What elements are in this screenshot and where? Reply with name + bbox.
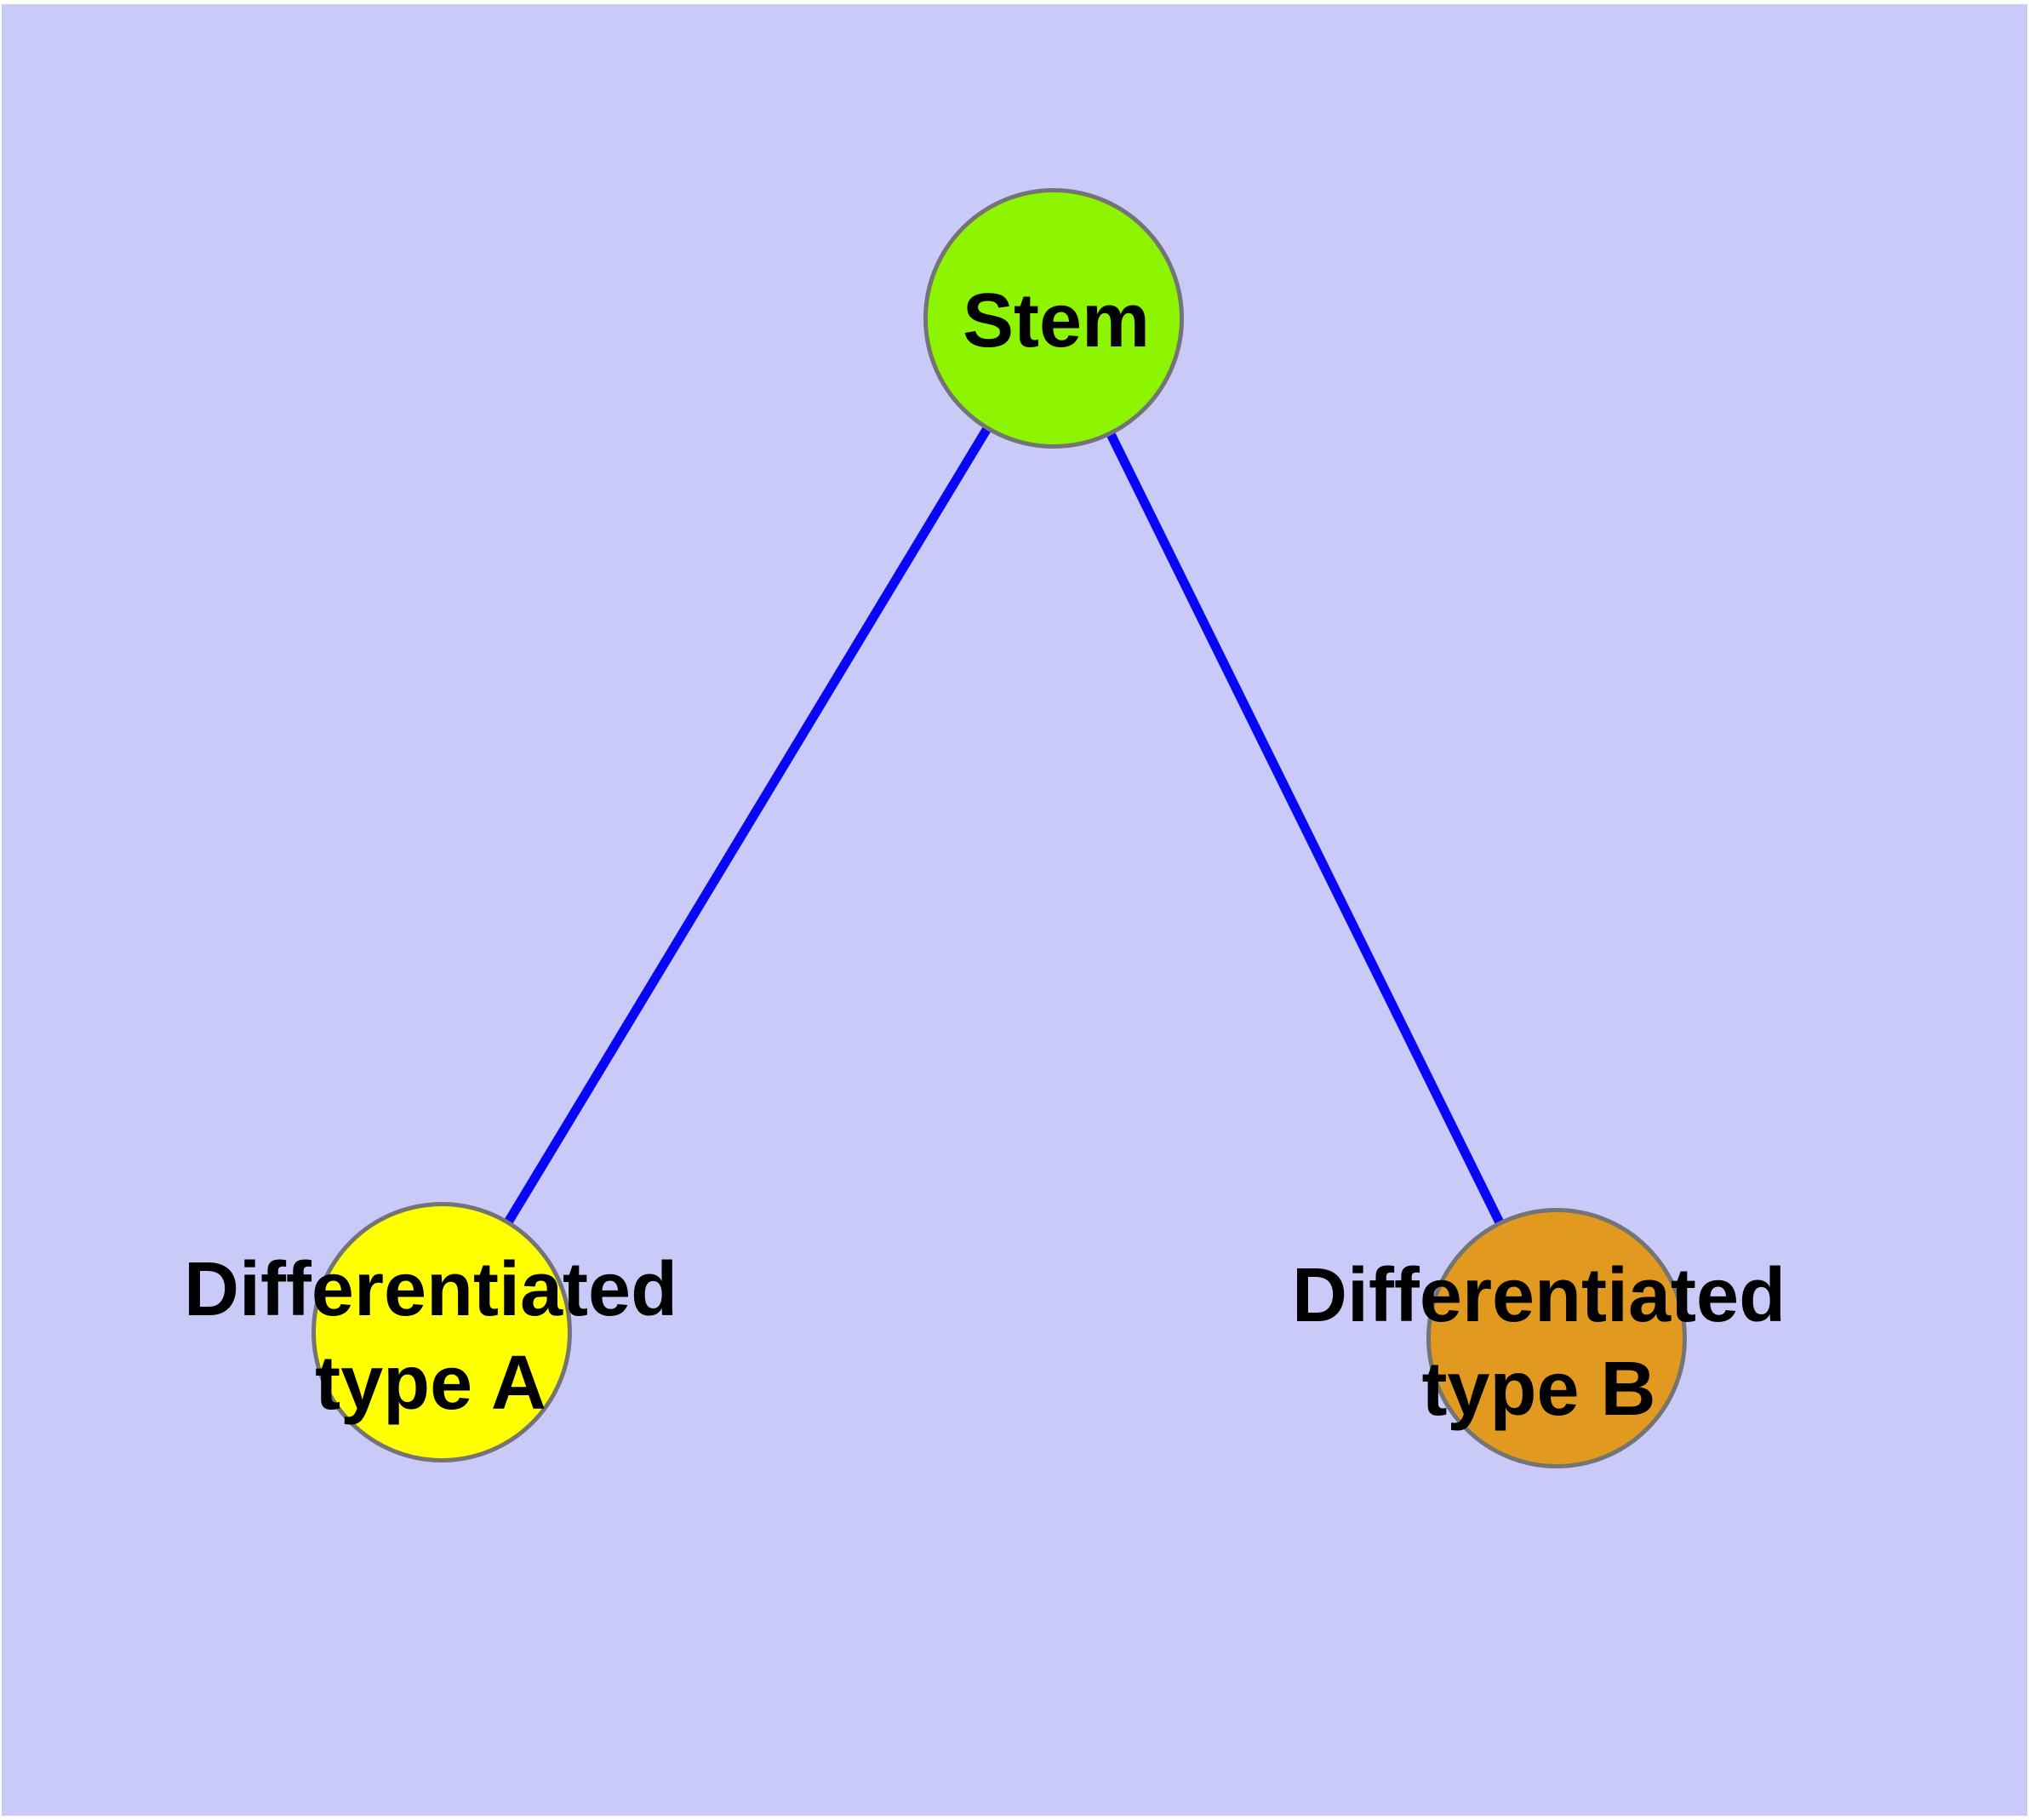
diagram-canvas: Stem Differentiated type A Differentiate… (2, 4, 2027, 1816)
node-label-differentiated-type-a: Differentiated type A (184, 1243, 677, 1430)
edge-stem-to-type-a (437, 316, 1058, 1335)
node-label-type-a-line2: type A (315, 1341, 546, 1426)
node-label-stem: Stem (962, 278, 1151, 363)
node-stem (923, 188, 1184, 449)
node-label-differentiated-type-b: Differentiated type B (1292, 1249, 1786, 1436)
node-label-type-a-line1: Differentiated (183, 1247, 678, 1332)
node-label-type-b-line2: type B (1421, 1347, 1656, 1432)
node-label-type-b-line1: Differentiated (1291, 1253, 1786, 1338)
node-differentiated-type-a (311, 1202, 572, 1462)
edge-stem-to-type-b (1049, 316, 1561, 1341)
edges-layer (437, 316, 1561, 1341)
node-differentiated-type-b (1426, 1208, 1687, 1468)
